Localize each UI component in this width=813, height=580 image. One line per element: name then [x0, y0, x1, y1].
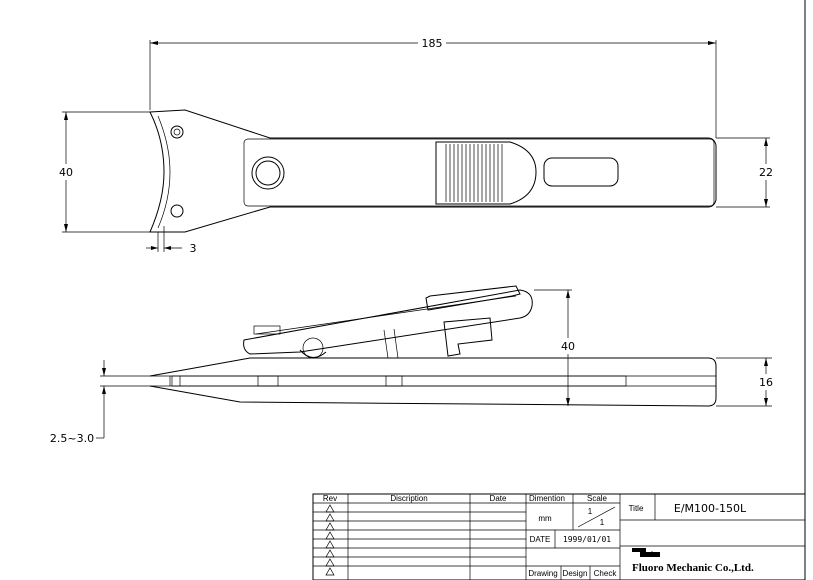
- dim-overall-length: 185: [422, 37, 443, 50]
- dim-body-width: 22: [759, 166, 773, 179]
- design-label: Design: [563, 569, 588, 578]
- rev-header: Rev: [323, 494, 337, 503]
- lever-top-plate: [425, 285, 521, 311]
- dim-closed-height: 16: [759, 376, 773, 389]
- dim-head-thickness: 3: [190, 242, 197, 255]
- dim-open-height: 40: [561, 340, 575, 353]
- pivot: [299, 349, 327, 358]
- date-label: DATE: [530, 535, 551, 544]
- side-view-dimensions: 40 16 2.5~3.0: [50, 289, 773, 445]
- pin-hole-lower: [170, 204, 184, 218]
- description-header: Discription: [390, 494, 427, 503]
- title-block: Rev Discription Date Dimention Scale mm …: [312, 493, 806, 580]
- pin-hole-upper: [170, 125, 184, 139]
- lever-slider: [435, 141, 537, 205]
- drawing-label: Drawing: [528, 569, 557, 578]
- title-value: E/M100-150L: [674, 502, 747, 515]
- lever-grip-ridges: [445, 144, 503, 202]
- dim-head-width: 40: [59, 166, 73, 179]
- lever-arm: [243, 289, 533, 355]
- slot: [543, 157, 619, 187]
- check-label: Check: [594, 569, 618, 578]
- date-value: 1999/01/01: [563, 535, 611, 544]
- side-view: [149, 285, 717, 407]
- scale-top: 1: [588, 507, 593, 516]
- title-label: Title: [629, 504, 644, 513]
- revision-triangles: [325, 504, 335, 576]
- date-header: Date: [490, 494, 507, 503]
- top-view-dimensions: 185 40 22 3: [59, 37, 773, 255]
- company-logo-icon: [632, 548, 660, 557]
- hook: [443, 317, 493, 357]
- scale-header: Scale: [587, 494, 608, 503]
- top-view: [149, 109, 717, 233]
- scale-bottom: 1: [600, 518, 605, 527]
- company-name: Fluoro Mechanic Co.,Ltd.: [632, 562, 754, 574]
- dimention-value: mm: [538, 514, 552, 523]
- dim-gap: 2.5~3.0: [50, 432, 94, 445]
- dimention-header: Dimention: [529, 494, 565, 503]
- rivet: [251, 156, 285, 190]
